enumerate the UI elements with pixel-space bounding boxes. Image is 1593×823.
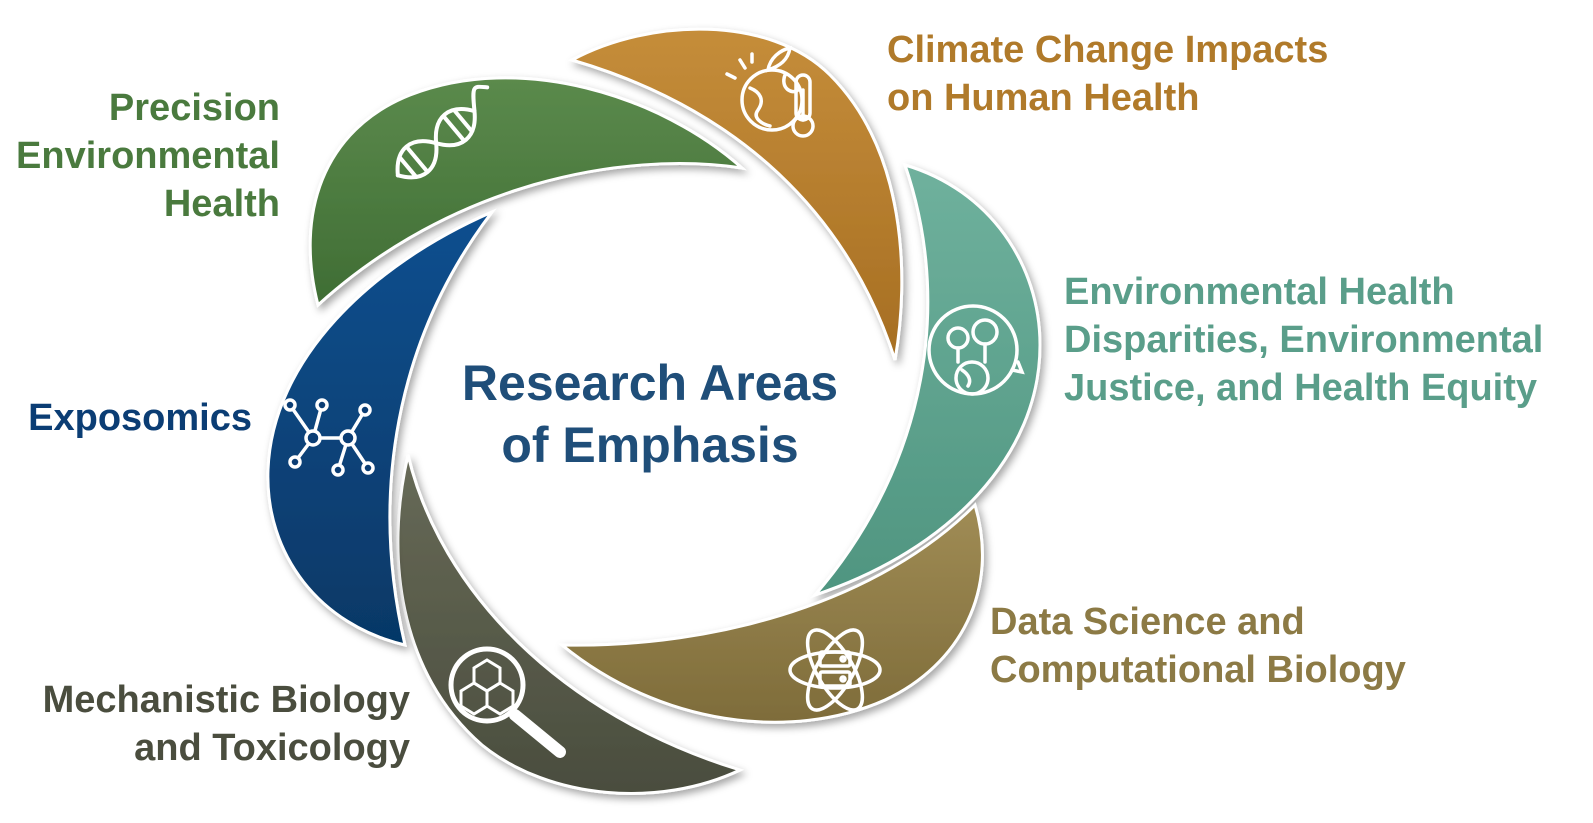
center-title-line-1: Research Areas: [461, 355, 839, 411]
label-disparities: Environmental Health Disparities, Enviro…: [1064, 271, 1544, 409]
label-mechanistic: Mechanistic Biology and Toxicology: [42, 679, 410, 769]
petal-data-science: [557, 502, 984, 724]
center-title: Research Areas of Emphasis: [430, 352, 870, 476]
petal-climate: [568, 27, 904, 361]
petal-mechanistic: [396, 454, 745, 795]
network-icon: [283, 398, 375, 477]
atom-server-icon: [788, 628, 882, 712]
dna-icon: [395, 84, 490, 180]
trees-globe-icon: [927, 304, 1025, 396]
petal-exposomics: [266, 208, 497, 648]
magnifier-molecule-icon: [448, 646, 566, 758]
petal-precision: [308, 76, 747, 308]
label-climate: Climate Change Impacts on Human Health: [887, 29, 1329, 119]
petal-disparities: [810, 162, 1042, 599]
label-data-science: Data Science and Computational Biology: [990, 601, 1406, 691]
center-title-line-2: of Emphasis: [501, 417, 799, 473]
label-exposomics: Exposomics: [28, 397, 252, 439]
globe-thermometer-icon: [725, 45, 815, 138]
label-precision: Precision Environmental Health: [16, 87, 280, 225]
